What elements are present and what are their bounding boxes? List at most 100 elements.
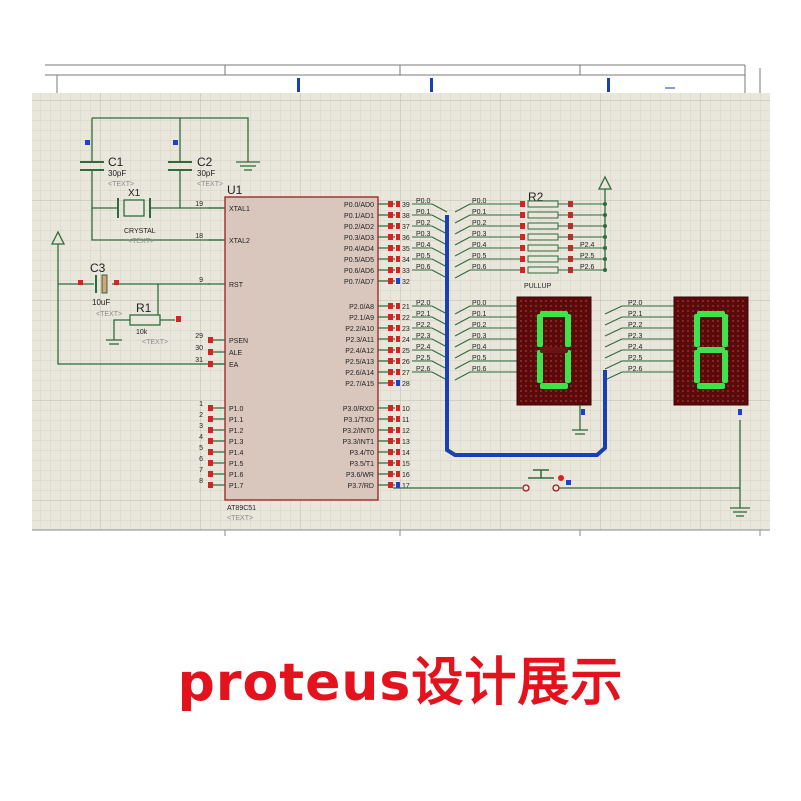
u1-pin-number: 21 bbox=[402, 304, 410, 311]
u1-pin-label: P3.0/RXD bbox=[343, 406, 374, 413]
capacitor-c1[interactable]: C1 30pF <TEXT> bbox=[80, 140, 134, 188]
segment-f bbox=[537, 314, 543, 347]
segment-b bbox=[722, 314, 728, 347]
c1-ref: C1 bbox=[108, 155, 124, 169]
u1-pin-12[interactable]: 12 P3.2/INT0 bbox=[342, 427, 410, 435]
net-label-disp1: P0.1 bbox=[472, 311, 487, 318]
capacitor-c3[interactable]: C3 10uF <TEXT> bbox=[78, 261, 122, 318]
net-label-p0-left: P0.3 bbox=[416, 231, 431, 238]
net-label-p2-left: P2.1 bbox=[416, 311, 431, 318]
u1-pin-7[interactable]: 7P1.6 bbox=[199, 467, 243, 479]
net-label-disp2: P2.6 bbox=[628, 366, 643, 373]
u1-pin-6[interactable]: 6P1.5 bbox=[199, 456, 243, 468]
pushbutton[interactable] bbox=[393, 469, 740, 492]
u1-pin-label: P2.1/A9 bbox=[349, 315, 374, 322]
u1-pin-label: P2.5/A13 bbox=[345, 359, 374, 366]
net-label-p0-bus: P0.4 bbox=[472, 242, 487, 249]
u1-pin-label: P3.2/INT0 bbox=[342, 428, 374, 435]
net-label-p2-left: P2.2 bbox=[416, 322, 431, 329]
u1-pin-number: 25 bbox=[402, 348, 410, 355]
u1-pin-label: P0.2/AD2 bbox=[344, 224, 374, 231]
capacitor-c2[interactable]: C2 30pF <TEXT> bbox=[168, 140, 223, 188]
u1-pin-number: 10 bbox=[402, 406, 410, 413]
sheet-frame-top bbox=[45, 64, 761, 93]
u1-pin-number: 7 bbox=[199, 467, 203, 474]
segment-e bbox=[537, 350, 543, 383]
u1-pin-number: 37 bbox=[402, 224, 410, 231]
display-2[interactable] bbox=[673, 296, 749, 415]
c3-ref: C3 bbox=[90, 261, 106, 275]
u1-pin-label: P3.7/RD bbox=[348, 483, 374, 490]
u1-pin-number: 39 bbox=[402, 202, 410, 209]
u1-pin-label: P3.5/T1 bbox=[349, 461, 374, 468]
u1-pin-label: P0.7/AD7 bbox=[344, 279, 374, 286]
display-1[interactable] bbox=[516, 296, 592, 415]
net-label-p0-bus: P0.0 bbox=[472, 198, 487, 205]
u1-pin-number: 31 bbox=[195, 357, 203, 364]
x1-ref: X1 bbox=[128, 188, 141, 199]
u1-pin-number: 12 bbox=[402, 428, 410, 435]
u1-pin-37[interactable]: 37 P0.2/AD2 bbox=[344, 223, 410, 231]
u1-pin-10[interactable]: 10 P3.0/RXD bbox=[343, 405, 410, 413]
u1-pin-label: P3.6/WR bbox=[346, 472, 374, 479]
sheet-frame-bottom bbox=[32, 529, 770, 536]
r2-element bbox=[527, 266, 559, 274]
u1-pin-number: 8 bbox=[199, 478, 203, 485]
u1-pin-8[interactable]: 8P1.7 bbox=[199, 478, 243, 490]
u1-pin-1[interactable]: 1P1.0 bbox=[199, 401, 243, 413]
u1-pin-label: P2.7/A15 bbox=[345, 381, 374, 388]
u1-pin-2[interactable]: 2P1.1 bbox=[199, 412, 243, 424]
resistor-r1[interactable]: R1 10k <TEXT> bbox=[106, 284, 181, 346]
u1-pin-3[interactable]: 3P1.2 bbox=[199, 423, 243, 435]
u1-pin-number: 28 bbox=[402, 381, 410, 388]
u1-pin-number: 5 bbox=[199, 445, 203, 452]
net-label-disp2: P2.2 bbox=[628, 322, 643, 329]
u1-pin-number: 38 bbox=[402, 213, 410, 220]
u1-pin-28[interactable]: 28 P2.7/A15 bbox=[345, 380, 410, 388]
u1-pin-5[interactable]: 5P1.4 bbox=[199, 445, 243, 457]
u1-pin-number: 36 bbox=[402, 235, 410, 242]
u1-pin-label: P1.7 bbox=[229, 483, 244, 490]
microcontroller-u1[interactable]: U1 AT89C51 <TEXT> 19XTAL118XTAL29RST29PS… bbox=[195, 183, 410, 522]
r1-ref: R1 bbox=[136, 301, 152, 315]
c1-text: <TEXT> bbox=[108, 181, 134, 188]
schematic-canvas: C1 30pF <TEXT> C2 30pF <TEXT> X1 CRYSTAL… bbox=[32, 64, 770, 536]
net-label-p2-left: P2.3 bbox=[416, 333, 431, 340]
u1-pin-label: P3.4/T0 bbox=[349, 450, 374, 457]
crystal-x1[interactable]: X1 CRYSTAL <TEXT> bbox=[117, 188, 156, 245]
power-terminal-right bbox=[597, 175, 613, 272]
net-label-disp2: P2.3 bbox=[628, 333, 643, 340]
u1-pin-label: RST bbox=[229, 282, 244, 289]
u1-pin-4[interactable]: 4P1.3 bbox=[199, 434, 243, 446]
x1-value: CRYSTAL bbox=[124, 228, 156, 235]
net-label-disp1: P0.4 bbox=[472, 344, 487, 351]
r2-element bbox=[527, 211, 559, 219]
u1-pin-number: 33 bbox=[402, 268, 410, 275]
